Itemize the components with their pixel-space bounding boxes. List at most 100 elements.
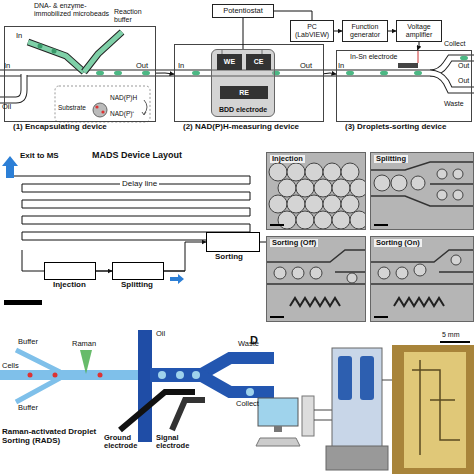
connector (274, 11, 312, 20)
micrograph-panel: Sorting (On) (370, 236, 474, 322)
part-label: Ground electrode (104, 434, 150, 451)
aqueous-channel (16, 350, 60, 402)
chip-photo (392, 345, 474, 474)
node-label: Potentiostat (223, 7, 263, 15)
flow-arrow (170, 274, 184, 284)
port-label: In (338, 62, 344, 70)
micrograph (278, 179, 296, 197)
electrode-pad: WE (217, 54, 242, 70)
micrograph (370, 152, 474, 230)
instrument-box: Potentiostat (212, 4, 274, 18)
reaction-label: NAD(P)⁺ (110, 110, 134, 117)
port-label: In (16, 32, 22, 40)
micrograph (314, 179, 332, 197)
oil-channel (200, 358, 274, 375)
delay-line (22, 242, 266, 271)
port-label: Collect (236, 400, 259, 408)
micrograph-panel: Sorting (Off) (266, 236, 366, 322)
micrograph (374, 316, 388, 318)
enzyme-inset (101, 110, 104, 113)
droplet (346, 71, 354, 76)
computer-illustration (302, 396, 314, 436)
micrograph (378, 255, 461, 279)
droplet (380, 71, 388, 76)
part-label: DNA- & enzyme-immobilized microbeads (34, 2, 114, 17)
micrograph (332, 211, 350, 229)
micrograph (314, 211, 332, 229)
part-label: Delay line (120, 180, 159, 189)
device-frame: (3) Droplets-sorting device (336, 50, 472, 122)
micrograph (437, 169, 447, 179)
instrument-box: PC (LabVIEW) (290, 20, 334, 42)
connector (418, 42, 420, 50)
enzyme-inset (142, 112, 146, 115)
micrograph (305, 163, 323, 181)
scale-label: 5 mm (442, 331, 460, 339)
micrograph (374, 169, 463, 200)
node-label: Injection (270, 155, 305, 163)
part-label: Reaction buffer (114, 8, 156, 23)
micrograph (269, 195, 287, 213)
micrograph (341, 163, 359, 181)
connector (334, 31, 342, 32)
micrograph (278, 211, 296, 229)
oil-channel (200, 375, 274, 392)
micrograph (396, 267, 408, 279)
electrode-chip: BDD electrodeWECERE (211, 49, 275, 117)
port-label: In (178, 62, 184, 70)
micrograph (451, 255, 461, 265)
micrograph (411, 176, 425, 190)
flow-arrow (2, 156, 18, 178)
oil-channel (176, 371, 184, 379)
delay-line (12, 176, 250, 240)
micrograph-panel: Injection (266, 152, 366, 230)
micrograph (274, 267, 286, 279)
port-label: Oil (156, 330, 165, 338)
micrograph (394, 298, 444, 306)
oil-channel (150, 368, 205, 382)
port-label: Oil (2, 103, 11, 111)
droplet (96, 56, 468, 76)
micrograph (266, 236, 366, 322)
enzyme-inset (55, 86, 150, 122)
micrograph (453, 169, 463, 179)
node-label: Injection (53, 281, 86, 290)
electrode-symbol (120, 392, 205, 430)
node-label: PC (LabVIEW) (291, 23, 333, 38)
micrograph (269, 163, 366, 229)
port-label: Collect (444, 40, 465, 48)
node-label: Splitting (121, 281, 153, 290)
aqueous-channel (0, 370, 140, 380)
micrograph (287, 163, 305, 181)
micrograph (341, 195, 359, 213)
enzyme-inset (144, 100, 147, 114)
connector (96, 271, 112, 272)
micrograph-panel: Splitting (370, 152, 474, 230)
reagent-inlet (84, 32, 122, 72)
micrograph (274, 267, 357, 283)
connector (243, 18, 244, 49)
enzyme-inset (95, 105, 98, 108)
electrode-symbol (172, 400, 205, 430)
instrument-illustration (360, 356, 374, 400)
connector (388, 31, 396, 32)
chip-photo (404, 352, 466, 468)
node-label: Sorting (On) (374, 239, 422, 247)
micrograph (378, 267, 390, 279)
node-label: Voltage amplifier (397, 23, 441, 38)
droplet (142, 71, 150, 76)
enzyme-inset (93, 103, 107, 117)
scale-bar (4, 300, 42, 305)
part-label: Signal electrode (156, 434, 202, 451)
micrograph (370, 162, 474, 206)
part-label: Raman (72, 340, 96, 348)
reaction-label: NAD(P)H (110, 94, 137, 101)
droplet (460, 56, 468, 61)
chip-photo (440, 341, 470, 343)
oil-channel (192, 371, 200, 379)
chip-photo (392, 342, 474, 474)
micrograph (323, 163, 341, 181)
instrument-box: Function generator (342, 20, 388, 42)
node-label: (1) Encapsulating device (13, 123, 107, 132)
port-label: Out (458, 62, 469, 70)
